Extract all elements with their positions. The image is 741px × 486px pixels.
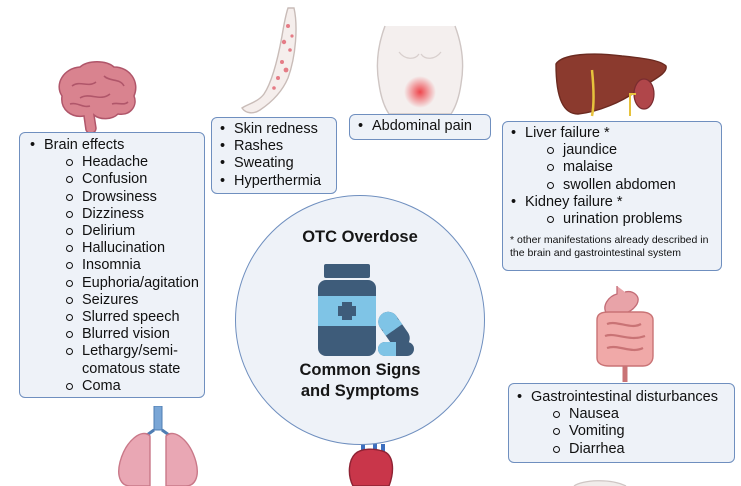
abdomen-torso-icon (376, 25, 464, 114)
skin-item: Skin redness (216, 121, 332, 138)
gi-label: Gastrointestinal disturbances (513, 389, 730, 406)
brain-item: Hallucination (26, 240, 200, 257)
abdominal-item: Abdominal pain (354, 118, 486, 135)
brain-item: Slurred speech (26, 309, 200, 326)
center-title: OTC Overdose (302, 228, 418, 246)
lungs-icon (118, 406, 198, 486)
skin-item: Hyperthermia (216, 173, 332, 190)
brain-item: Delirium (26, 223, 200, 240)
partial-organ-icon (573, 480, 627, 486)
gastrointestinal-box: Gastrointestinal disturbances Nausea Vom… (508, 383, 735, 463)
brain-item: Seizures (26, 292, 200, 309)
brain-item: Lethargy/semi-comatous state (26, 343, 200, 377)
center-circle: OTC Overdose Common Signs and Symptoms (235, 195, 485, 445)
skin-item: Sweating (216, 155, 332, 172)
medicine-bottle-icon (318, 264, 414, 356)
digestive-system-icon (596, 286, 654, 382)
center-subtitle: Common Signs and Symptoms (236, 360, 484, 402)
kidney-item: urination problems (507, 211, 717, 228)
center-subtitle-line2: and Symptoms (300, 382, 420, 400)
brain-effects-box: Brain effects Headache Confusion Drowsin… (19, 132, 205, 398)
brain-item: Euphoria/agitation (26, 275, 200, 292)
liver-kidney-icon (555, 53, 667, 117)
heart-icon (348, 440, 394, 486)
liver-failure-label: Liver failure * (507, 125, 717, 142)
gi-item: Vomiting (513, 423, 730, 440)
brain-item: Insomnia (26, 257, 200, 274)
liver-item: swollen abdomen (507, 177, 717, 194)
skin-arm-icon (241, 7, 297, 114)
liver-item: jaundice (507, 142, 717, 159)
brain-item: Headache (26, 154, 200, 171)
skin-symptoms-box: Skin redness Rashes Sweating Hyperthermi… (211, 117, 337, 194)
gi-item: Diarrhea (513, 441, 730, 458)
liver-item: malaise (507, 159, 717, 176)
brain-icon (58, 61, 137, 134)
center-subtitle-line1: Common Signs (299, 361, 421, 379)
skin-item: Rashes (216, 138, 332, 155)
brain-item: Coma (26, 378, 200, 395)
brain-effects-label: Brain effects (26, 137, 200, 154)
gi-item: Nausea (513, 406, 730, 423)
footnote: * other manifestations already described… (510, 234, 709, 259)
abdominal-pain-box: Abdominal pain (349, 114, 491, 140)
brain-item: Dizziness (26, 206, 200, 223)
brain-item: Confusion (26, 171, 200, 188)
brain-item: Drowsiness (26, 189, 200, 206)
kidney-failure-label: Kidney failure * (507, 194, 717, 211)
brain-item: Blurred vision (26, 326, 200, 343)
liver-kidney-box: Liver failure * jaundice malaise swollen… (502, 121, 722, 271)
